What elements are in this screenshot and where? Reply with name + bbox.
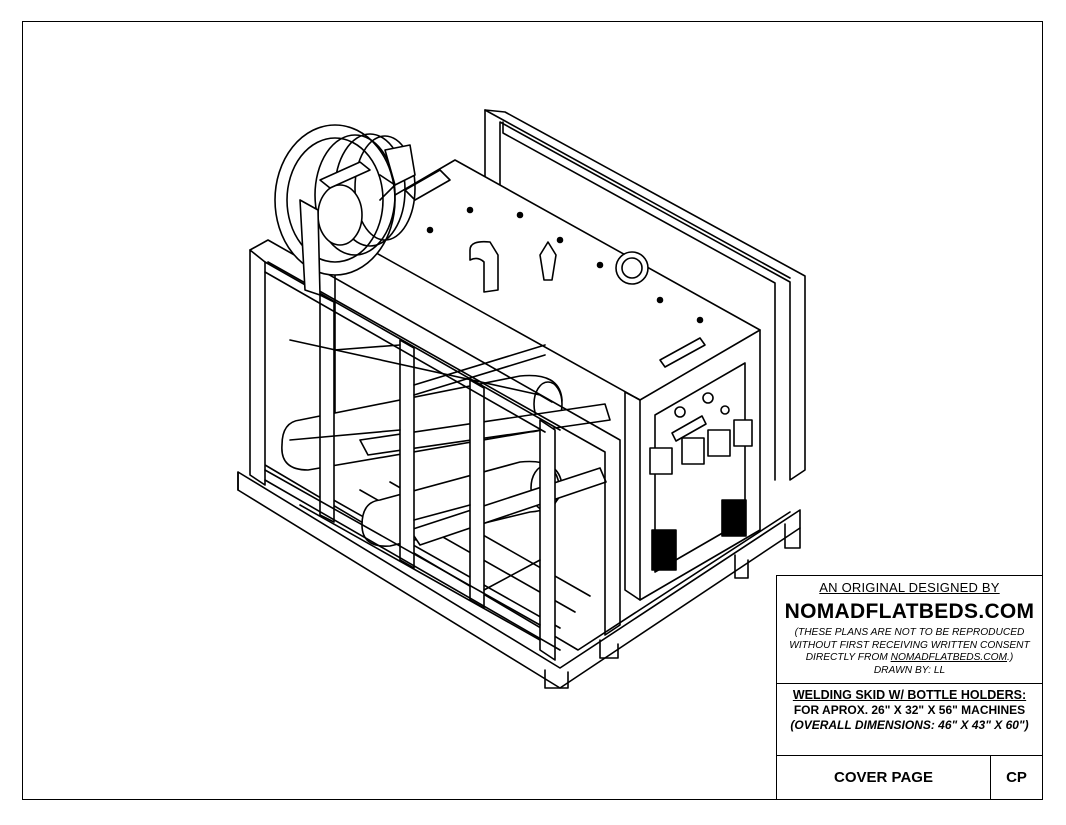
overall-dimensions: (OVERALL DIMENSIONS: 46" X 43" X 60") <box>790 718 1029 732</box>
drawing-description-section: WELDING SKID W/ BOTTLE HOLDERS: FOR APRO… <box>777 684 1042 756</box>
title-block: AN ORIGINAL DESIGNED BY NOMADFLATBEDS.CO… <box>776 575 1043 800</box>
machine-size: FOR APROX. 26" X 32" X 56" MACHINES <box>793 703 1026 717</box>
hose-reel <box>274 124 416 296</box>
sheet-name: COVER PAGE <box>777 756 991 799</box>
notice-line-3: DIRECTLY FROM NOMADFLATBEDS.COM.) <box>777 652 1042 665</box>
notice-link: NOMADFLATBEDS.COM <box>890 652 1008 663</box>
original-design-label: AN ORIGINAL DESIGNED BY <box>819 580 1000 595</box>
front-frame <box>249 239 621 661</box>
copyright-notice: (THESE PLANS ARE NOT TO BE REPRODUCED WI… <box>777 627 1042 677</box>
brand-name: NOMADFLATBEDS.COM <box>784 600 1035 623</box>
drawing-title: WELDING SKID W/ BOTTLE HOLDERS: <box>792 688 1027 702</box>
notice-prefix: DIRECTLY FROM <box>805 652 891 663</box>
notice-line-2: WITHOUT FIRST RECEIVING WRITTEN CONSENT <box>789 639 1030 651</box>
notice-suffix: .) <box>1007 652 1014 663</box>
drawn-by: DRAWN BY: LL <box>873 664 946 676</box>
sheet-border <box>22 21 1043 800</box>
skid-base <box>237 461 801 689</box>
notice-line-1: (THESE PLANS ARE NOT TO BE REPRODUCED <box>794 627 1025 638</box>
welder-machine <box>334 159 761 601</box>
sheet-code: CP <box>1006 769 1027 786</box>
sheet-info-section: COVER PAGE CP <box>777 756 1042 799</box>
designer-credit-section: AN ORIGINAL DESIGNED BY NOMADFLATBEDS.CO… <box>777 576 1042 684</box>
